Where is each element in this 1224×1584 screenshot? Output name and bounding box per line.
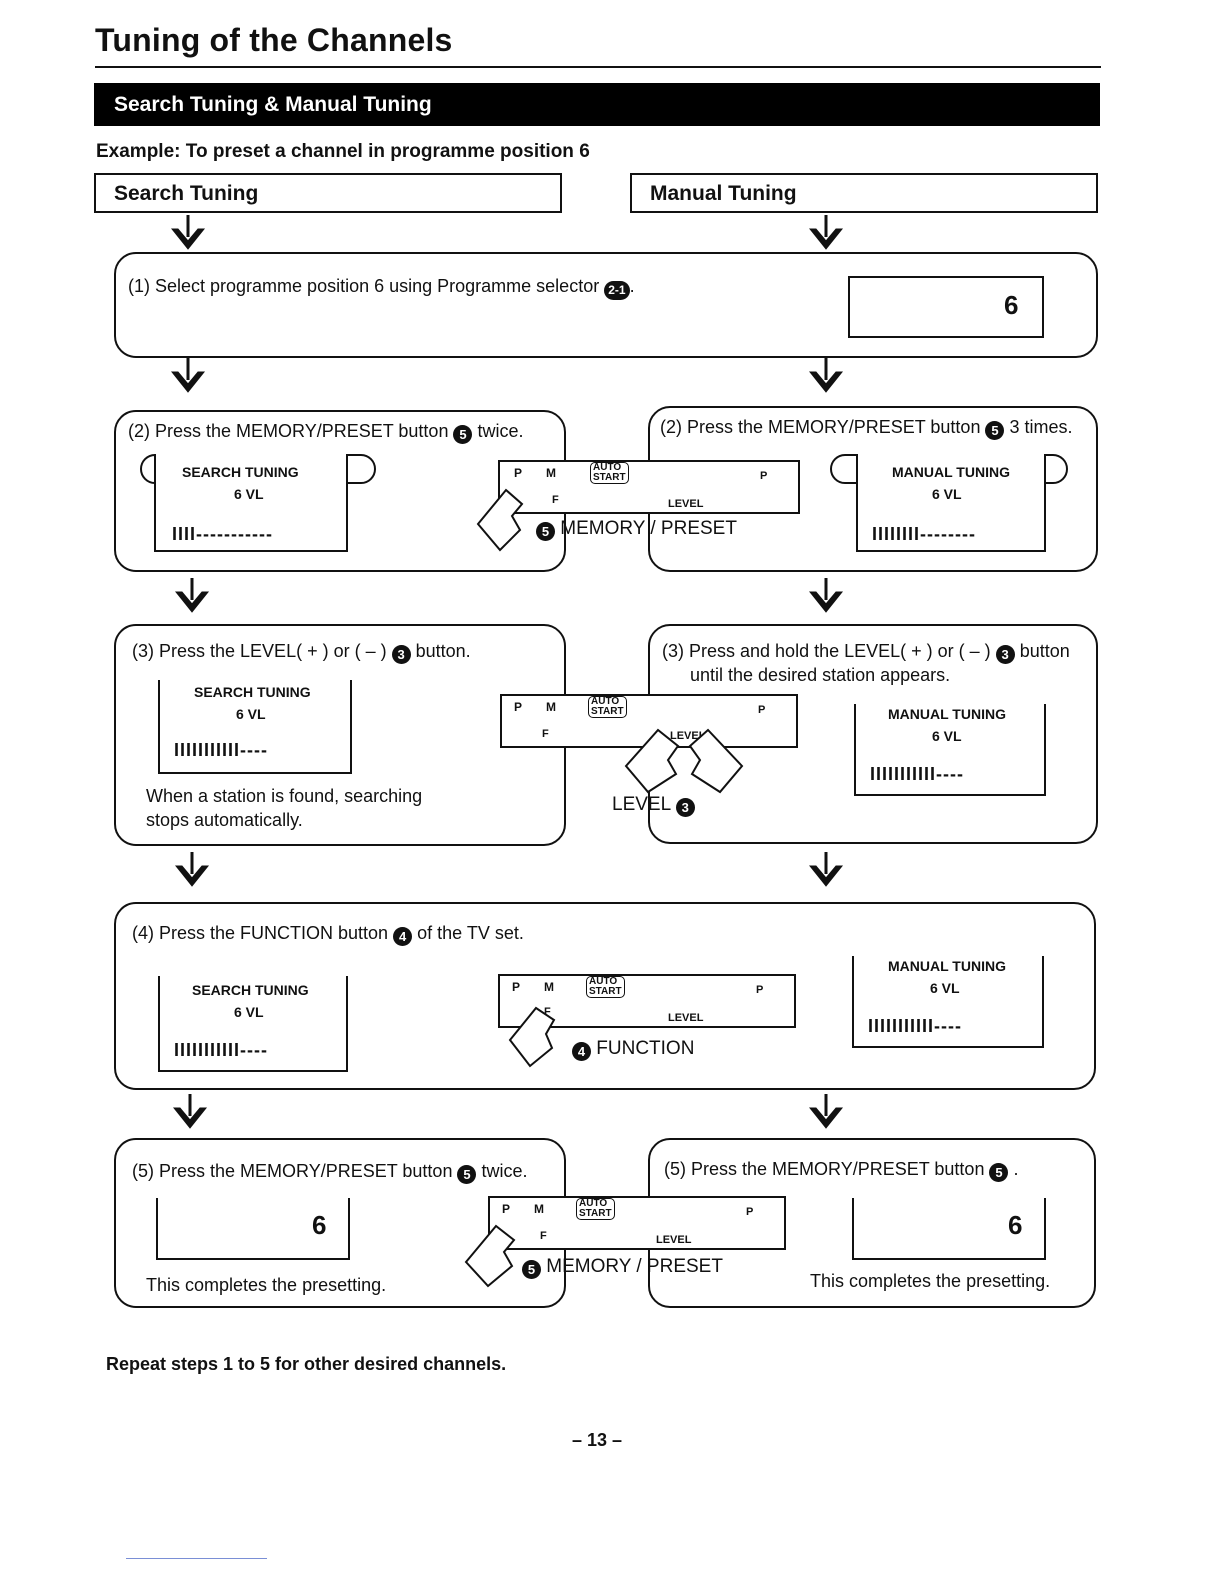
manual-step-5-display: 6	[852, 1198, 1046, 1260]
hand-pointer-icon	[688, 728, 744, 794]
memory-preset-badge: 5	[989, 1163, 1009, 1182]
programme-selector-badge: 2-1	[604, 281, 630, 300]
function-label: 4 FUNCTION	[572, 1038, 694, 1061]
page-title: Tuning of the Channels	[95, 22, 453, 58]
manual-step-5-text: (5) Press the MEMORY/PRESET button 5 .	[664, 1159, 1019, 1182]
hand-pointer-icon	[476, 488, 524, 552]
arrow-icon	[174, 578, 210, 613]
memory-preset-badge: 5	[453, 425, 473, 444]
hand-pointer-icon	[464, 1224, 516, 1288]
arrow-icon	[170, 358, 206, 393]
search-step-5-note: This completes the presetting.	[146, 1275, 387, 1295]
arrow-icon	[808, 852, 844, 887]
step-1-box	[114, 252, 1098, 358]
level-badge: 3	[995, 645, 1015, 664]
arrow-icon	[808, 358, 844, 393]
arrow-icon	[172, 1094, 208, 1129]
function-badge: 4	[393, 927, 413, 946]
manual-step-5-note: This completes the presetting.	[810, 1271, 1051, 1291]
search-step-2-osd: SEARCH TUNING 6 VL IIII-----------	[154, 454, 348, 552]
memory-preset-badge: 5	[985, 421, 1005, 440]
manual-step-2-text: (2) Press the MEMORY/PRESET button 5 3 t…	[660, 417, 1073, 440]
search-step-4-osd: SEARCH TUNING 6 VL IIIIIIIIIII----	[158, 976, 348, 1072]
arrow-icon	[808, 215, 844, 250]
manual-step-3-text: (3) Press and hold the LEVEL( + ) or ( –…	[662, 641, 1070, 664]
arrow-icon	[808, 578, 844, 613]
search-step-3-osd: SEARCH TUNING 6 VL IIIIIIIIIII----	[158, 680, 352, 774]
step-1-text: (1) Select programme position 6 using Pr…	[128, 276, 635, 300]
arrow-icon	[170, 215, 206, 250]
search-tuning-header: Search Tuning	[94, 173, 562, 213]
title-rule	[95, 66, 1101, 68]
manual-step-4-osd: MANUAL TUNING 6 VL IIIIIIIIIII----	[852, 956, 1044, 1048]
manual-step-2-osd: MANUAL TUNING 6 VL IIIIIIII--------	[856, 454, 1046, 552]
search-step-5-text: (5) Press the MEMORY/PRESET button 5 twi…	[132, 1161, 528, 1184]
footnote-line	[126, 1558, 267, 1559]
step-1-display: 6	[848, 276, 1044, 338]
search-step-3-text: (3) Press the LEVEL( + ) or ( – ) 3 butt…	[132, 641, 471, 664]
manual-step-3-osd: MANUAL TUNING 6 VL IIIIIIIIIII----	[854, 704, 1046, 796]
hand-pointer-icon	[624, 728, 680, 794]
footer-note: Repeat steps 1 to 5 for other desired ch…	[106, 1354, 507, 1374]
manual-tuning-header: Manual Tuning	[630, 173, 1098, 213]
step-4-text: (4) Press the FUNCTION button 4 of the T…	[132, 923, 524, 946]
arrow-icon	[808, 1094, 844, 1129]
level-label: LEVEL 3	[612, 794, 695, 817]
section-banner: Search Tuning & Manual Tuning	[94, 83, 1100, 126]
memory-preset-label: 5 MEMORY / PRESET	[522, 1256, 723, 1279]
arrow-icon	[174, 852, 210, 887]
page-number: – 13 –	[572, 1430, 623, 1450]
search-step-5-display: 6	[156, 1198, 350, 1260]
memory-preset-badge: 5	[457, 1165, 477, 1184]
search-step-3-note: When a station is found, searching stops…	[146, 786, 423, 830]
hand-pointer-icon	[508, 1006, 556, 1068]
search-step-2-text: (2) Press the MEMORY/PRESET button 5 twi…	[128, 421, 524, 444]
step-4-box	[114, 902, 1096, 1090]
level-badge: 3	[391, 645, 411, 664]
example-text: Example: To preset a channel in programm…	[96, 141, 590, 162]
memory-preset-label: 5 MEMORY / PRESET	[536, 518, 737, 541]
manual-step-3-line2: until the desired station appears.	[690, 665, 951, 685]
